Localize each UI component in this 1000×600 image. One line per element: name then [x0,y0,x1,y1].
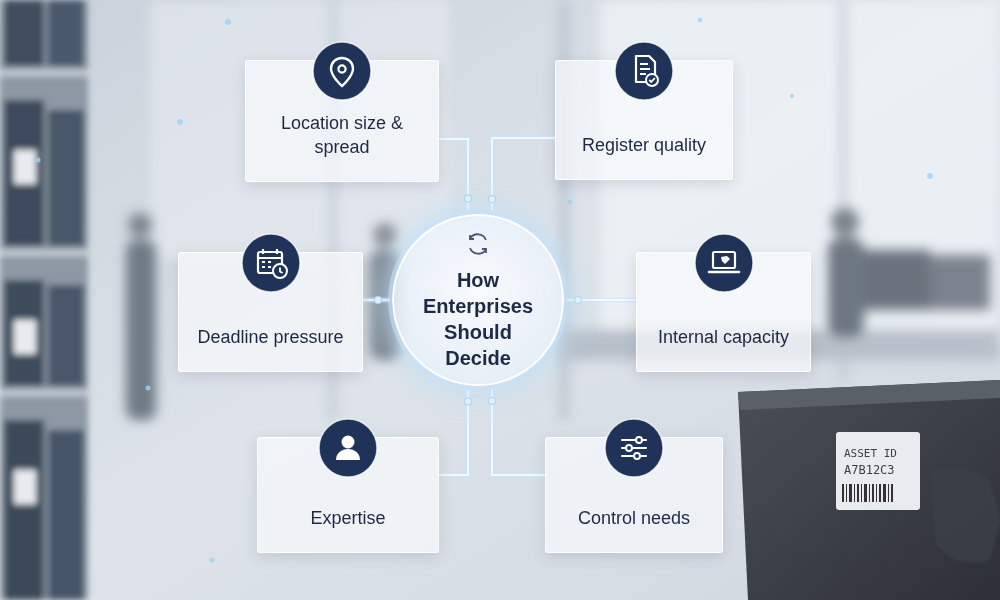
binder [48,285,84,386]
connector-glow [566,298,636,303]
sparkle [927,173,933,179]
factor-icon [312,41,372,101]
shelf [0,250,90,256]
connector-dot [465,398,472,405]
connector-dot [575,297,582,304]
binder [48,110,84,246]
scanner-hand [930,467,1000,563]
binder-label [14,150,36,184]
refresh-icon [463,229,493,259]
connector-dot [375,297,382,304]
connector-line [492,389,545,475]
connector-line [439,139,468,211]
connector-line [492,138,555,211]
bar [861,484,862,502]
sparkle [568,200,573,205]
person-body [828,238,864,338]
bar [872,484,874,502]
shelf [0,70,90,76]
bar [869,484,870,502]
connector-glow [492,138,555,211]
binder [48,0,84,66]
barcode [842,484,893,502]
binder [4,420,44,600]
binder [4,100,44,246]
sparkle [36,158,41,163]
asset-tag-text: A7B12C3 [844,463,895,477]
factor-box: Expertise [257,437,439,553]
factor-icon [604,418,664,478]
connector-glow [439,389,468,475]
monitor [860,250,930,310]
connector-line [439,389,468,475]
binder [4,280,44,386]
window-panels [150,0,1000,420]
bar [879,484,881,502]
person-head [128,213,152,237]
bar [854,484,855,502]
decision-hub-circle: How Enterprises Should Decide [392,214,564,386]
office-furniture [126,208,1000,420]
binder-label [14,320,36,354]
person-body [126,240,156,420]
hub-title: How Enterprises Should Decide [412,267,544,371]
binder [4,0,44,66]
factor-box: Control needs [545,437,723,553]
asset-label [836,432,920,510]
factor-label: Deadline pressure [197,325,343,349]
factor-icon [318,418,378,478]
connector-glow [492,389,545,475]
factor-box: Register quality [555,60,733,180]
sparkle [210,558,215,563]
connector-dot [489,397,496,404]
bar [864,484,867,502]
sparkle [146,386,151,391]
shelving [0,0,90,600]
factor-label: Control needs [578,506,690,530]
sparkle [177,119,183,125]
factor-label: Location size & spread [260,111,424,159]
binder-label [14,470,36,504]
sparkle [225,19,231,25]
sparkle [698,18,703,23]
bar [857,484,859,502]
hand-scanner [930,467,1000,563]
factor-icon [241,233,301,293]
asset-device [738,380,1000,600]
device-top [738,380,1000,410]
bar [876,484,877,502]
person-head [831,208,859,236]
bar [883,484,886,502]
asset-tag-text: ASSET ID [844,447,897,460]
shelf-unit [0,0,88,600]
connector-glow [439,139,468,211]
sparkle [790,94,794,98]
factor-label: Register quality [582,133,706,157]
factor-icon [694,233,754,293]
factor-box: Deadline pressure [178,252,363,372]
factor-box: Internal capacity [636,252,811,372]
bar [842,484,844,502]
connector-dot [465,195,472,202]
factor-icon [614,41,674,101]
monitor [930,255,990,310]
connector-dot [489,196,496,203]
bar [891,484,893,502]
factor-label: Internal capacity [658,325,789,349]
bar [849,484,852,502]
device-body [738,380,1000,600]
person-head [373,223,397,247]
window-panel [150,0,450,260]
factor-label: Expertise [310,506,385,530]
binder [48,430,84,600]
factor-box: Location size & spread [245,60,439,182]
connector-glow [363,298,390,303]
shelf [0,390,90,396]
bar [846,484,847,502]
bar [888,484,889,502]
